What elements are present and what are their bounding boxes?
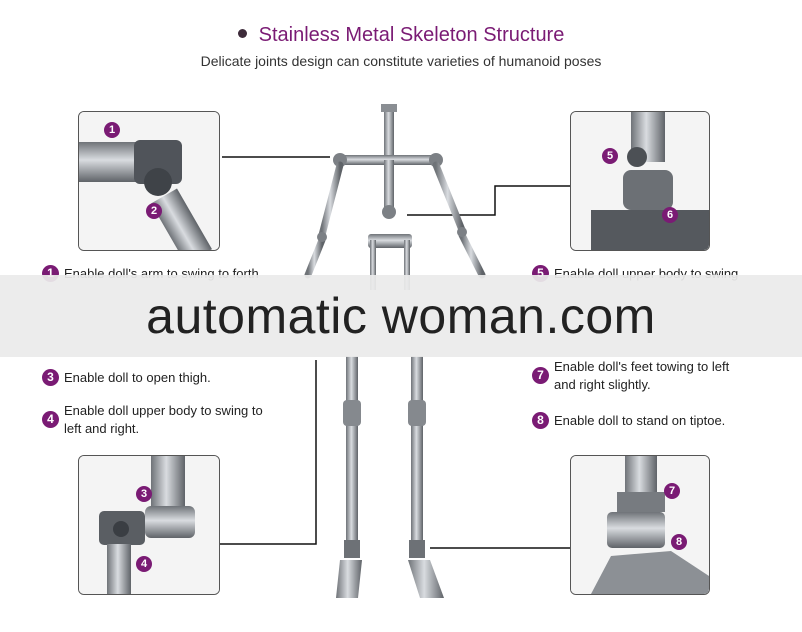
joint-photo-arm bbox=[78, 111, 220, 251]
desc-text-4a: Enable doll upper body to swing to bbox=[64, 403, 263, 418]
desc-badge-8: 8 bbox=[532, 412, 549, 429]
bullet-dot-icon bbox=[237, 29, 247, 38]
desc-text-7b: and right slightly. bbox=[554, 377, 651, 392]
badge-5: 5 bbox=[602, 148, 618, 164]
watermark-band bbox=[0, 275, 802, 357]
body-joint-image bbox=[571, 112, 709, 250]
badge-3: 3 bbox=[136, 486, 152, 502]
desc-text-7a: Enable doll's feet towing to left bbox=[554, 359, 730, 374]
thigh-joint-image bbox=[79, 456, 219, 594]
badge-2: 2 bbox=[146, 203, 162, 219]
desc-item-8: 8 Enable doll to stand on tiptoe. bbox=[532, 412, 782, 430]
badge-6: 6 bbox=[662, 207, 678, 223]
page-subtitle: Delicate joints design can constitute va… bbox=[200, 53, 602, 69]
desc-badge-3: 3 bbox=[42, 369, 59, 386]
desc-item-7: 7 Enable doll's feet towing to left and … bbox=[532, 358, 782, 394]
joint-photo-foot bbox=[570, 455, 710, 595]
desc-item-4: 4 Enable doll upper body to swing to lef… bbox=[42, 402, 292, 438]
header: Stainless Metal Skeleton Structure bbox=[0, 24, 802, 47]
page-title: Stainless Metal Skeleton Structure bbox=[258, 24, 565, 46]
desc-badge-4: 4 bbox=[42, 411, 59, 428]
desc-text-4b: left and right. bbox=[64, 421, 140, 436]
desc-item-3: 3 Enable doll to open thigh. bbox=[42, 369, 282, 387]
desc-text-3: Enable doll to open thigh. bbox=[64, 370, 211, 385]
desc-badge-7: 7 bbox=[532, 367, 549, 384]
connector-lines bbox=[220, 156, 572, 549]
arm-joint-image bbox=[79, 112, 219, 250]
badge-7: 7 bbox=[664, 483, 680, 499]
badge-8: 8 bbox=[671, 534, 687, 550]
joint-photo-body bbox=[570, 111, 710, 251]
desc-text-8: Enable doll to stand on tiptoe. bbox=[554, 413, 726, 428]
badge-4: 4 bbox=[136, 556, 152, 572]
badge-1: 1 bbox=[104, 122, 120, 138]
joint-photo-thigh bbox=[78, 455, 220, 595]
foot-joint-image bbox=[571, 456, 709, 594]
watermark-text: automatic woman.com bbox=[146, 288, 656, 344]
